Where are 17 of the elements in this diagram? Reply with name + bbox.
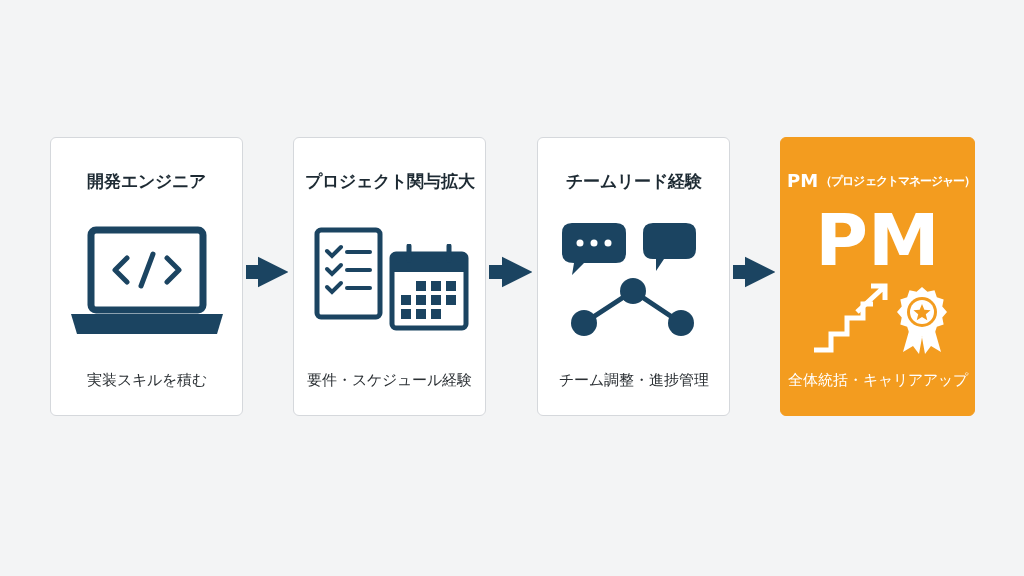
step-title: 開発エンジニア (86, 170, 207, 193)
step-card (537, 137, 730, 416)
step-caption: 要件・スケジュール経験 (306, 371, 473, 390)
step-caption: 実装スキルを積む (85, 371, 208, 390)
step-card (780, 137, 975, 416)
arrow (246, 256, 289, 288)
step-caption: チーム調整・進捗管理 (557, 371, 710, 390)
step-card (293, 137, 486, 416)
arrow (733, 256, 776, 288)
step-title: プロジェクト関与拡大 (303, 170, 476, 193)
step-caption: 全体統括・キャリアアップ (786, 371, 970, 390)
title-note: （プロジェクトマネージャー） (820, 174, 976, 188)
arrow (489, 256, 533, 288)
step-title: PM (787, 170, 819, 191)
role-heading: PM (814, 200, 941, 280)
step-card (50, 137, 243, 416)
step-title: チームリード経験 (564, 170, 703, 193)
